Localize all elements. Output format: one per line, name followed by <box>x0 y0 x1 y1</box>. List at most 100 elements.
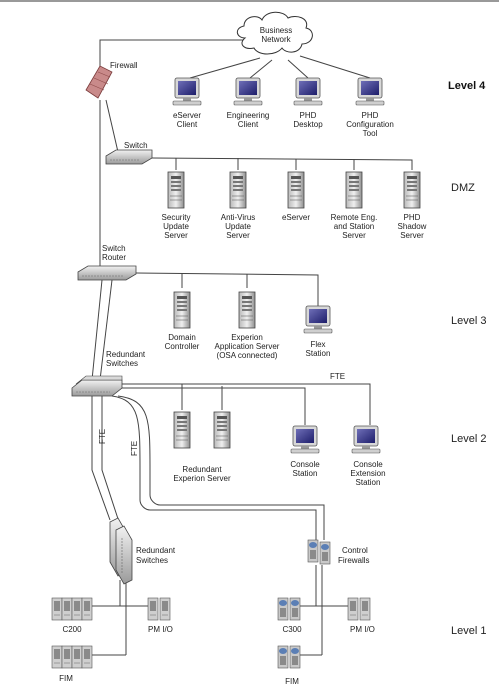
level4-node-label: Configuration <box>346 120 394 129</box>
pmio-label: PM I/O <box>148 625 173 634</box>
dmz-switch: Switch <box>105 141 153 165</box>
firewall-icon: Firewall <box>85 61 138 99</box>
redundant-switches-label-line1: Redundant <box>106 350 146 359</box>
control-firewalls-label-line1: Control <box>342 546 368 555</box>
fte-label: FTE <box>330 372 345 381</box>
level2-node-label: Console <box>290 460 320 469</box>
control-firewalls: Control Firewalls <box>307 539 370 565</box>
level2-node-label: Redundant <box>182 465 222 474</box>
pmio-label: PM I/O <box>350 625 375 634</box>
level2-node-label: Experion Server <box>173 474 231 483</box>
server-icon <box>213 411 231 449</box>
dmz-node-label: eServer <box>282 213 310 222</box>
level2-node-label: Console <box>353 460 383 469</box>
dmz-node-label: Update <box>225 222 251 231</box>
level4-node-label: Client <box>238 120 259 129</box>
dmz-node-label: and Station <box>334 222 374 231</box>
level4-node-label: PHD <box>362 111 379 120</box>
dmz-node-label: Server <box>164 231 188 240</box>
level1-nodes: C200 PM I/O FIM C300 PM I/O FIM <box>51 597 375 686</box>
level4-node-label: eServer <box>173 111 201 120</box>
server-icon <box>167 171 185 209</box>
firewall-module-icon <box>307 539 319 563</box>
level2-node-label: Station <box>293 469 318 478</box>
level3-node-label: Controller <box>165 342 200 351</box>
c200-rack <box>51 597 93 621</box>
switch-router-label-line1: Switch <box>102 244 126 253</box>
server-icon <box>173 291 191 329</box>
server-icon <box>238 291 256 329</box>
business-network-cloud: Business Network <box>236 11 313 55</box>
redundant-switches-label-line2: Switches <box>136 556 168 565</box>
redundant-switches-top: Redundant Switches <box>71 350 146 397</box>
server-icon <box>229 171 247 209</box>
computer-icon <box>293 77 323 106</box>
level4-node-label: Engineering <box>227 111 270 120</box>
server-icon <box>173 411 191 449</box>
level3-label: Level 3 <box>451 315 486 327</box>
level4-node-label: Client <box>177 120 198 129</box>
level4-node-label: Desktop <box>293 120 323 129</box>
level3-node-label: Flex <box>310 340 325 349</box>
fte-label: FTE <box>130 441 139 456</box>
computer-icon <box>351 425 381 454</box>
level4-node-label: PHD <box>300 111 317 120</box>
level3-node-label: (OSA connected) <box>217 351 278 360</box>
pmio-left-rack <box>147 597 171 621</box>
c300-rack <box>277 597 301 621</box>
dmz-node-label: PHD <box>404 213 421 222</box>
cloud-label-line1: Business <box>260 26 292 35</box>
fim-left-rack <box>51 645 93 669</box>
cloud-label-line2: Network <box>261 35 291 44</box>
server-icon <box>287 171 305 209</box>
dmz-node-label: Server <box>342 231 366 240</box>
server-icon <box>345 171 363 209</box>
level2-node-label: Station <box>356 478 381 487</box>
control-firewalls-label-line2: Firewalls <box>338 556 370 565</box>
fim-right-rack <box>277 645 301 669</box>
dmz-node-label: Remote Eng. <box>331 213 378 222</box>
firewall-module-icon <box>319 541 331 565</box>
redundant-switches-bottom: Redundant Switches <box>109 517 176 585</box>
dmz-node-label: Shadow <box>398 222 427 231</box>
switch-router: Switch Router <box>77 244 137 281</box>
level3-node-label: Application Server <box>215 342 280 351</box>
level3-node-label: Station <box>306 349 331 358</box>
c200-label: C200 <box>62 625 82 634</box>
level3-node-label: Domain <box>168 333 196 342</box>
dmz-node-label: Server <box>226 231 250 240</box>
level2-label: Level 2 <box>451 433 486 445</box>
dmz-node-label: Security <box>162 213 191 222</box>
fim-label: FIM <box>285 677 299 686</box>
dmz-node-label: Update <box>163 222 189 231</box>
dmz-nodes: Security Update Server Anti-Virus Update… <box>162 171 427 240</box>
redundant-switches-label-line2: Switches <box>106 359 138 368</box>
computer-icon <box>303 305 333 334</box>
server-icon <box>403 171 421 209</box>
level3-nodes: Domain Controller Experion Application S… <box>165 291 333 360</box>
level2-node-label: Extension <box>350 469 385 478</box>
dmz-node-label: Anti-Virus <box>221 213 256 222</box>
dmz-node-label: Server <box>400 231 424 240</box>
pmio-right-rack <box>347 597 371 621</box>
level3-node-label: Experion <box>231 333 263 342</box>
switch-label: Switch <box>124 141 148 150</box>
switch-router-label-line2: Router <box>102 253 126 262</box>
dmz-label: DMZ <box>451 182 475 194</box>
redundant-switches-label-line1: Redundant <box>136 546 176 555</box>
fte-label: FTE <box>98 429 107 444</box>
fim-label: FIM <box>59 674 73 683</box>
computer-icon <box>290 425 320 454</box>
level4-node-label: Tool <box>363 129 378 138</box>
level4-nodes: eServer Client Engineering Client PHD De… <box>172 77 394 138</box>
firewall-label: Firewall <box>110 61 138 70</box>
level4-label: Level 4 <box>448 80 486 92</box>
level2-nodes: Redundant Experion Server Console Statio… <box>173 411 386 487</box>
c300-label: C300 <box>282 625 302 634</box>
computer-icon <box>355 77 385 106</box>
computer-icon <box>172 77 202 106</box>
connection-lines <box>91 39 413 656</box>
computer-icon <box>233 77 263 106</box>
level1-label: Level 1 <box>451 625 486 637</box>
